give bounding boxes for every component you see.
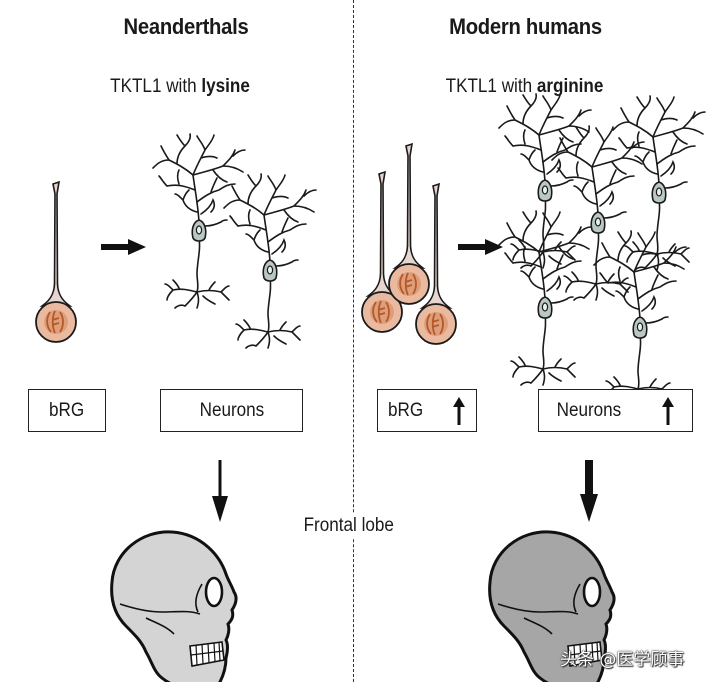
brg-label: bRG: [387, 399, 424, 421]
neurons-box-right: Neurons: [538, 389, 693, 432]
neanderthal-subtitle: TKTL1 with lysine: [99, 76, 261, 98]
subtitle-prefix: TKTL1 with: [110, 76, 202, 97]
subtitle-prefix: TKTL1 with: [445, 76, 537, 97]
radial-glia-cell: [35, 181, 77, 343]
brg-label: bRG: [49, 399, 85, 421]
right-arrow-icon: [458, 239, 503, 255]
frontal-lobe-label: Frontal lobe: [300, 513, 398, 539]
neuron-cell: [223, 173, 317, 349]
radial-glia-cell: [415, 183, 457, 345]
neuron-cell: [593, 230, 687, 406]
up-arrow-icon: [662, 397, 674, 425]
neuron-cell: [152, 133, 246, 309]
radial-glia-cell: [388, 143, 430, 305]
brg-box-right: bRG: [377, 389, 477, 432]
down-arrow-icon: [580, 460, 598, 522]
panel-divider: [353, 0, 354, 682]
neanderthals-title: Neanderthals: [123, 14, 249, 39]
brg-box-left: bRG: [28, 389, 106, 432]
right-arrow-icon: [101, 239, 146, 255]
neuron-cell: [612, 95, 706, 271]
neanderthal-skull: [110, 530, 238, 682]
up-arrow-icon: [453, 397, 465, 425]
neurons-label: Neurons: [556, 399, 622, 421]
amino-acid-lysine: lysine: [201, 76, 250, 97]
modern-subtitle: TKTL1 with arginine: [432, 76, 617, 98]
radial-glia-cell: [361, 171, 403, 333]
modern-humans-title: Modern humans: [449, 14, 602, 39]
neurons-box-left: Neurons: [160, 389, 303, 432]
down-arrow-icon: [212, 460, 228, 522]
neuron-cell: [498, 93, 592, 269]
amino-acid-arginine: arginine: [536, 76, 604, 97]
watermark: 头条 @医学顾事: [560, 650, 685, 670]
neuron-cell: [551, 125, 645, 301]
neurons-label: Neurons: [199, 399, 264, 421]
